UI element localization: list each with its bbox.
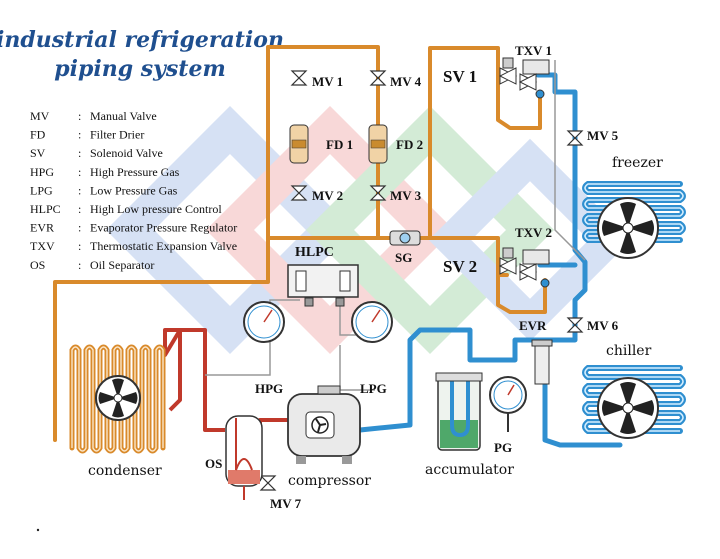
mv-3-valve[interactable] (369, 185, 387, 201)
sight-glass[interactable] (389, 230, 421, 246)
legend-desc: Manual Valve (90, 109, 157, 123)
filter-drier-1[interactable] (289, 124, 309, 164)
solenoid-valve-2[interactable] (498, 247, 518, 275)
freezer-evaporator (582, 181, 686, 259)
mv-6-valve[interactable] (566, 317, 584, 333)
accumulator-label: accumulator (425, 462, 514, 478)
legend-desc: Solenoid Valve (90, 146, 163, 160)
legend-desc: Filter Drier (90, 128, 144, 142)
mv6-label: MV 6 (587, 318, 619, 333)
mv5-label: MV 5 (587, 128, 619, 143)
legend-separator: : (78, 258, 81, 272)
mv7-label: MV 7 (270, 496, 302, 511)
mv4-label: MV 4 (390, 74, 422, 89)
liquid-line (53, 45, 547, 442)
condenser-label: condenser (88, 463, 162, 479)
condenser-coil (69, 344, 166, 454)
legend-separator: : (78, 165, 81, 179)
legend-separator: : (78, 128, 81, 142)
legend-desc: High Low pressure Control (90, 202, 222, 216)
dot-mark (36, 528, 40, 532)
hpg-label: HPG (255, 381, 283, 396)
sv1-label: SV 1 (443, 67, 477, 86)
evr-label: EVR (519, 318, 547, 333)
filter-drier-2[interactable] (368, 124, 388, 164)
title-line1: industrial refrigeration (0, 27, 284, 53)
chiller-evaporator (582, 365, 686, 439)
legend-abbr: SV (30, 146, 46, 160)
mv2-label: MV 2 (312, 188, 343, 203)
mv3-label: MV 3 (390, 188, 422, 203)
evr-valve[interactable] (531, 339, 553, 385)
lpg-label: LPG (360, 381, 387, 396)
sv2-label: SV 2 (443, 257, 477, 276)
legend-abbr: TXV (30, 239, 55, 253)
fan-icon (98, 378, 138, 418)
legend-separator: : (78, 183, 81, 197)
legend-separator: : (78, 202, 81, 216)
fd2-label: FD 2 (396, 137, 423, 152)
fan-icon (602, 202, 654, 254)
fan-icon (602, 382, 654, 434)
legend-abbr: OS (30, 258, 45, 272)
fd1-label: FD 1 (326, 137, 353, 152)
legend-desc: Thermostatic Expansion Valve (90, 239, 237, 253)
suction-line (357, 72, 623, 448)
legend-desc: Low Pressure Gas (90, 183, 178, 197)
freezer-label: freezer (612, 155, 663, 171)
legend-separator: : (78, 239, 81, 253)
solenoid-valve-1[interactable] (498, 57, 518, 85)
mv-5-valve[interactable] (566, 130, 584, 146)
hpg-gauge (243, 301, 285, 343)
mv1-label: MV 1 (312, 74, 343, 89)
txv1-label: TXV 1 (515, 43, 552, 58)
os-label: OS (205, 456, 222, 471)
legend-separator: : (78, 221, 81, 235)
legend-abbr: EVR (30, 221, 54, 235)
accumulator (435, 372, 483, 451)
legend-abbr: HPG (30, 165, 54, 179)
manual-valves (259, 70, 584, 491)
compressor (287, 385, 361, 464)
hlpc-label: HLPC (295, 245, 334, 260)
legend-abbr: FD (30, 128, 46, 142)
txv2-label: TXV 2 (515, 225, 552, 240)
pg-label: PG (494, 440, 512, 455)
lpg-gauge (351, 301, 393, 343)
title-line2: piping system (54, 56, 226, 82)
legend-abbr: MV (30, 109, 50, 123)
chiller-label: chiller (606, 343, 652, 359)
legend-separator: : (78, 146, 81, 160)
mv-1-valve[interactable] (290, 70, 308, 86)
legend-desc: Evaporator Pressure Regulator (90, 221, 237, 235)
mv-2-valve[interactable] (290, 185, 308, 201)
hlpc-switch[interactable] (287, 264, 359, 307)
mv-4-valve[interactable] (369, 70, 387, 86)
txv-2[interactable] (518, 249, 550, 288)
compressor-label: compressor (288, 473, 371, 489)
legend-abbr: LPG (30, 183, 53, 197)
legend-abbr: HLPC (30, 202, 61, 216)
legend-separator: : (78, 109, 81, 123)
sg-label: SG (395, 250, 412, 265)
oil-separator (225, 415, 263, 500)
mv-7-valve[interactable] (259, 475, 277, 491)
txv-1[interactable] (518, 59, 550, 99)
legend-desc: High Pressure Gas (90, 165, 180, 179)
pg-gauge (489, 376, 527, 432)
legend-desc: Oil Separator (90, 258, 154, 272)
